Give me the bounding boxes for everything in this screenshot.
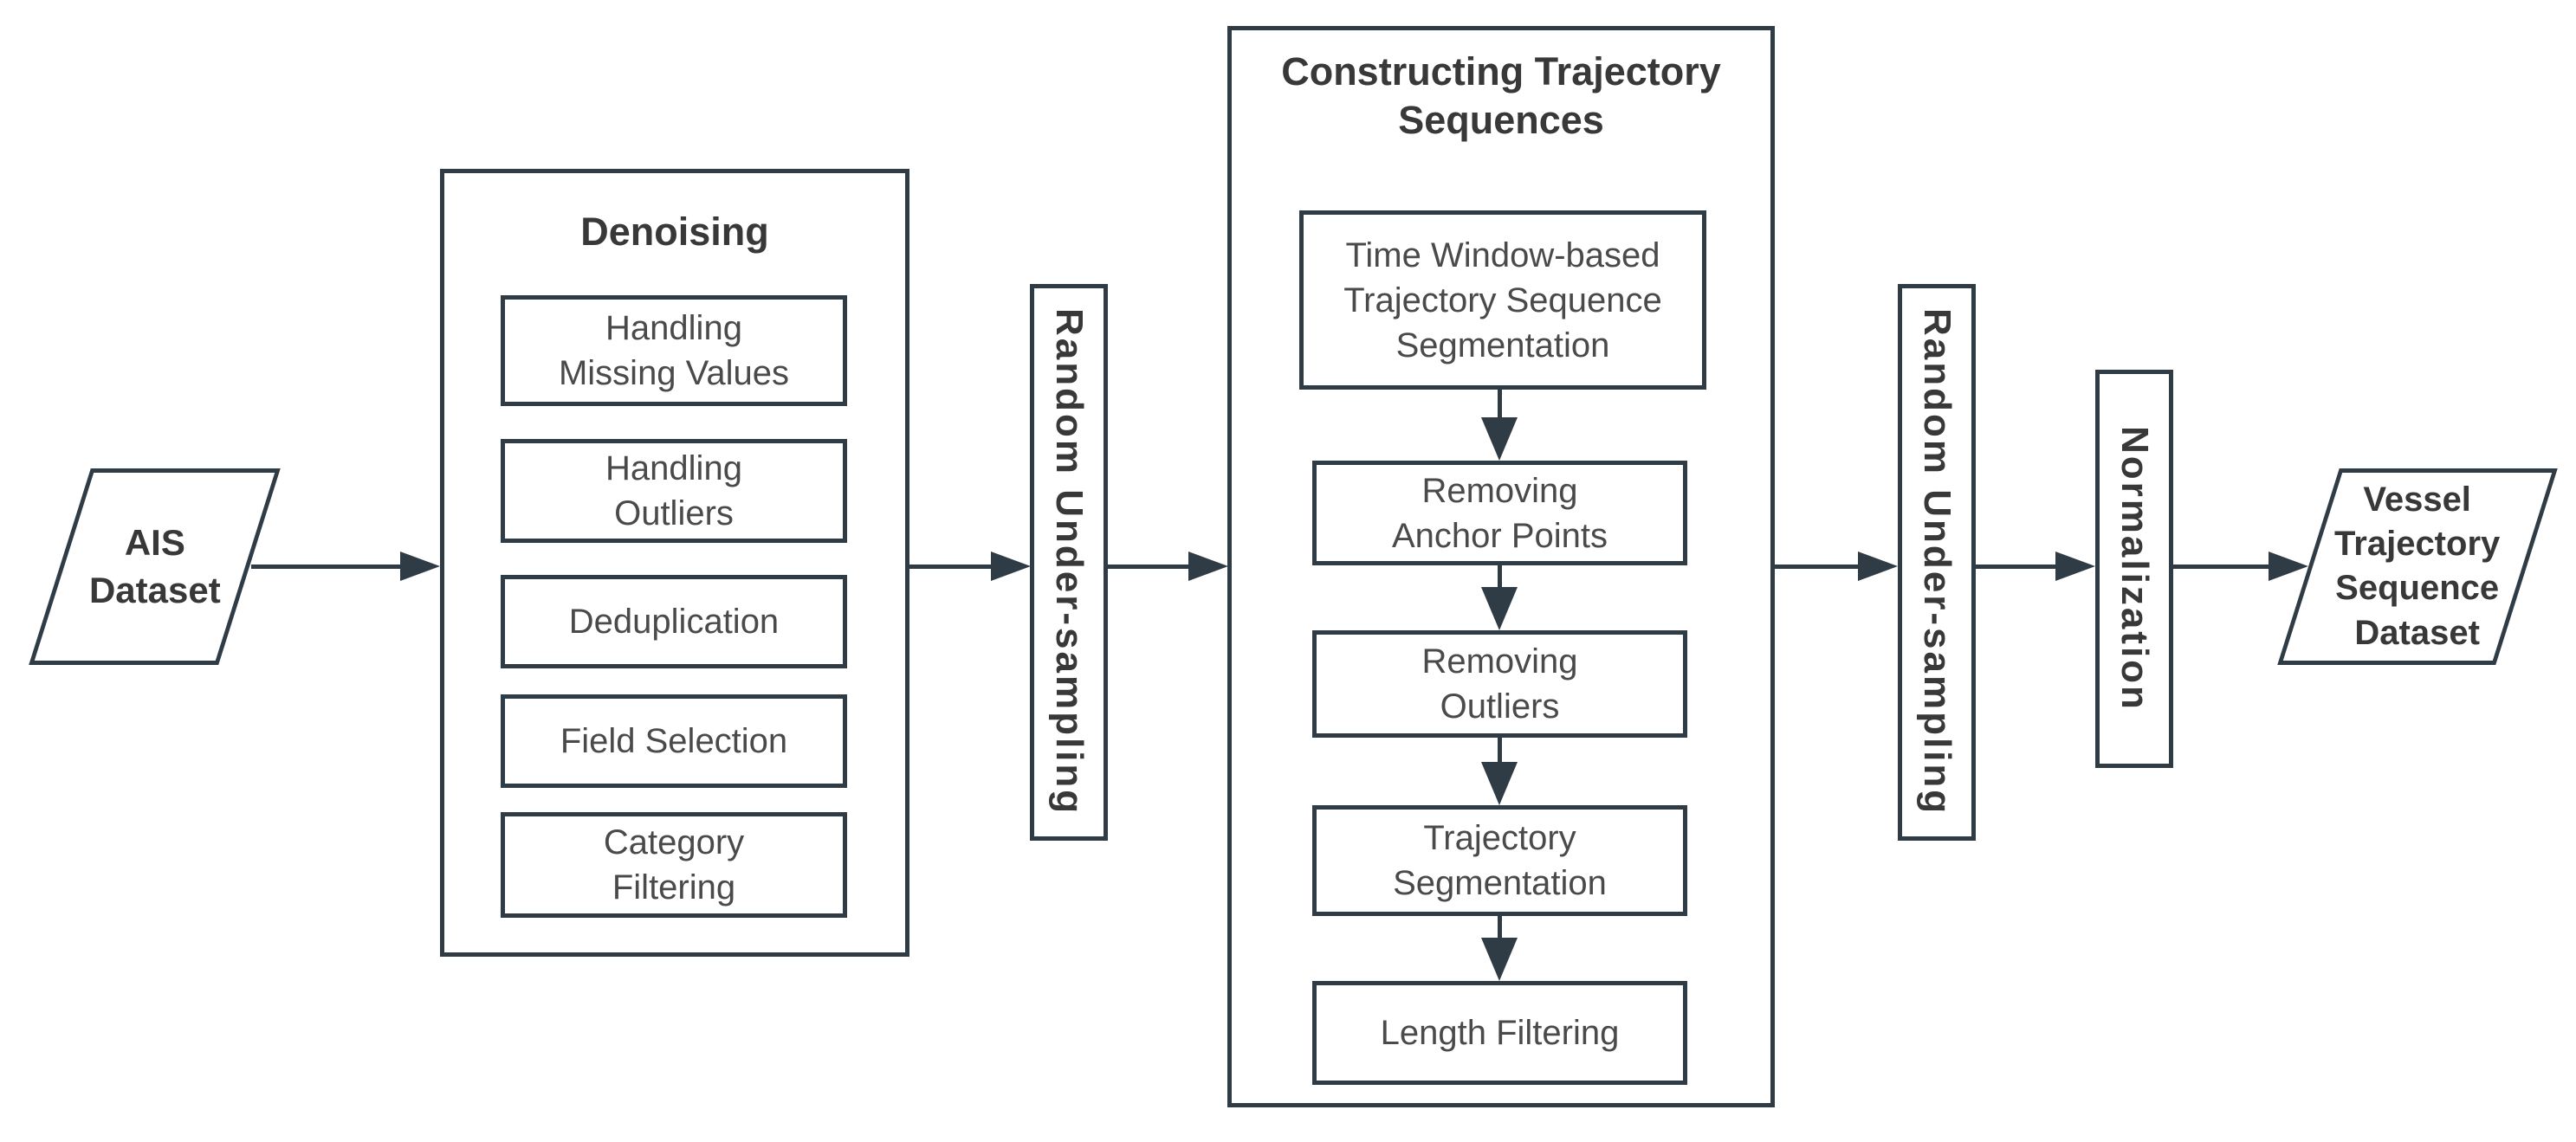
arrow-head (991, 552, 1031, 581)
denoising-step-label: Category Filtering (603, 823, 745, 907)
denoising-step-box-category-filtering: Category Filtering (501, 812, 847, 918)
constructing-step-label: Length Filtering (1380, 1014, 1620, 1052)
arrow-shaft (1775, 565, 1861, 569)
input-node-ais-dataset: AIS Dataset (29, 468, 281, 665)
denoising-step-box-handling-outliers: Handling Outliers (501, 439, 847, 543)
arrow-shaft (1108, 565, 1190, 569)
random-undersampling-1-box: Random Under-sampling (1030, 284, 1108, 841)
denoising-step-label: Field Selection (560, 722, 788, 760)
random-undersampling-2-label: Random Under-sampling (1916, 308, 1958, 816)
arrow-head (2269, 552, 2308, 581)
arrow-shaft (1498, 738, 1502, 763)
constructing-step-box-removing-anchor-points: Removing Anchor Points (1312, 461, 1687, 565)
normalization-label: Normalization (2113, 426, 2156, 712)
arrow-head (2055, 552, 2095, 581)
arrow-shaft (1976, 565, 2058, 569)
arrow-head (1481, 762, 1518, 805)
arrow-head (1481, 938, 1518, 981)
arrow-shaft (251, 565, 403, 569)
denoising-step-label: Handling Missing Values (558, 309, 790, 392)
denoising-step-label: Handling Outliers (605, 449, 742, 532)
constructing-step-label: Time Window-based Trajectory Sequence Se… (1343, 235, 1662, 365)
output-node-vessel-trajectory-sequence-dataset: Vessel Trajectory Sequence Dataset (2277, 468, 2558, 665)
constructing-title: Constructing Trajectory Sequences (1281, 49, 1721, 143)
denoising-step-label: Deduplication (568, 603, 780, 641)
constructing-step-box-length-filtering: Length Filtering (1312, 981, 1687, 1085)
constructing-step-label: Removing Outliers (1421, 642, 1578, 726)
arrow-shaft (1498, 916, 1502, 939)
arrow-head (1481, 417, 1518, 461)
denoising-step-box-field-selection: Field Selection (501, 694, 847, 788)
input-node-label: AIS Dataset (88, 521, 221, 610)
arrow-head (1858, 552, 1898, 581)
constructing-step-box-time-window-segmentation: Time Window-based Trajectory Sequence Se… (1299, 210, 1706, 390)
arrow-shaft (1498, 390, 1502, 418)
constructing-step-label: Trajectory Segmentation (1393, 819, 1607, 902)
denoising-step-box-handling-missing-values: Handling Missing Values (501, 295, 847, 406)
arrow-shaft (1498, 565, 1502, 588)
denoising-title: Denoising (580, 210, 769, 254)
arrow-head (1481, 587, 1518, 630)
arrow-shaft (2173, 565, 2271, 569)
constructing-step-box-trajectory-segmentation: Trajectory Segmentation (1312, 805, 1687, 916)
arrow-shaft (909, 565, 993, 569)
random-undersampling-2-box: Random Under-sampling (1898, 284, 1976, 841)
random-undersampling-1-label: Random Under-sampling (1048, 308, 1091, 816)
denoising-step-box-deduplication: Deduplication (501, 575, 847, 668)
arrow-head (1188, 552, 1228, 581)
output-node-label: Vessel Trajectory Sequence Dataset (2334, 481, 2501, 652)
normalization-box: Normalization (2095, 370, 2173, 768)
constructing-step-box-removing-outliers: Removing Outliers (1312, 630, 1687, 738)
constructing-step-label: Removing Anchor Points (1391, 471, 1608, 555)
arrow-head (400, 552, 440, 581)
